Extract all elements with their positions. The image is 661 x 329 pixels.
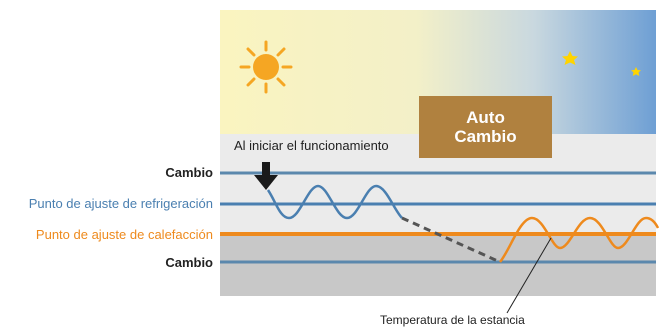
auto-change-label: Auto Cambio: [419, 96, 552, 158]
auto-change-box: [419, 96, 552, 158]
lower-band: [220, 234, 656, 296]
heating-setpoint-label: Punto de ajuste de calefacción: [35, 227, 213, 242]
cooling-wave: [266, 184, 403, 220]
cooling-setpoint-label: Punto de ajuste de refrigeración: [28, 196, 213, 211]
room-temperature-label: Temperatura de la estancia: [380, 313, 525, 327]
auto-change-line2: Cambio: [454, 127, 517, 146]
change-bottom-label: Cambio: [165, 255, 213, 270]
auto-change-line1: Auto: [466, 108, 505, 127]
star-icon: [631, 67, 641, 76]
heating-wave: [499, 216, 660, 263]
change-top-label: Cambio: [165, 165, 213, 180]
sun-icon: [239, 40, 293, 94]
transition-dashed-line: [401, 216, 501, 264]
star-icon: [562, 51, 578, 65]
room-temp-pointer: [506, 237, 552, 314]
start-operation-label: Al iniciar el funcionamiento: [234, 138, 389, 153]
down-arrow-icon: [254, 162, 278, 190]
